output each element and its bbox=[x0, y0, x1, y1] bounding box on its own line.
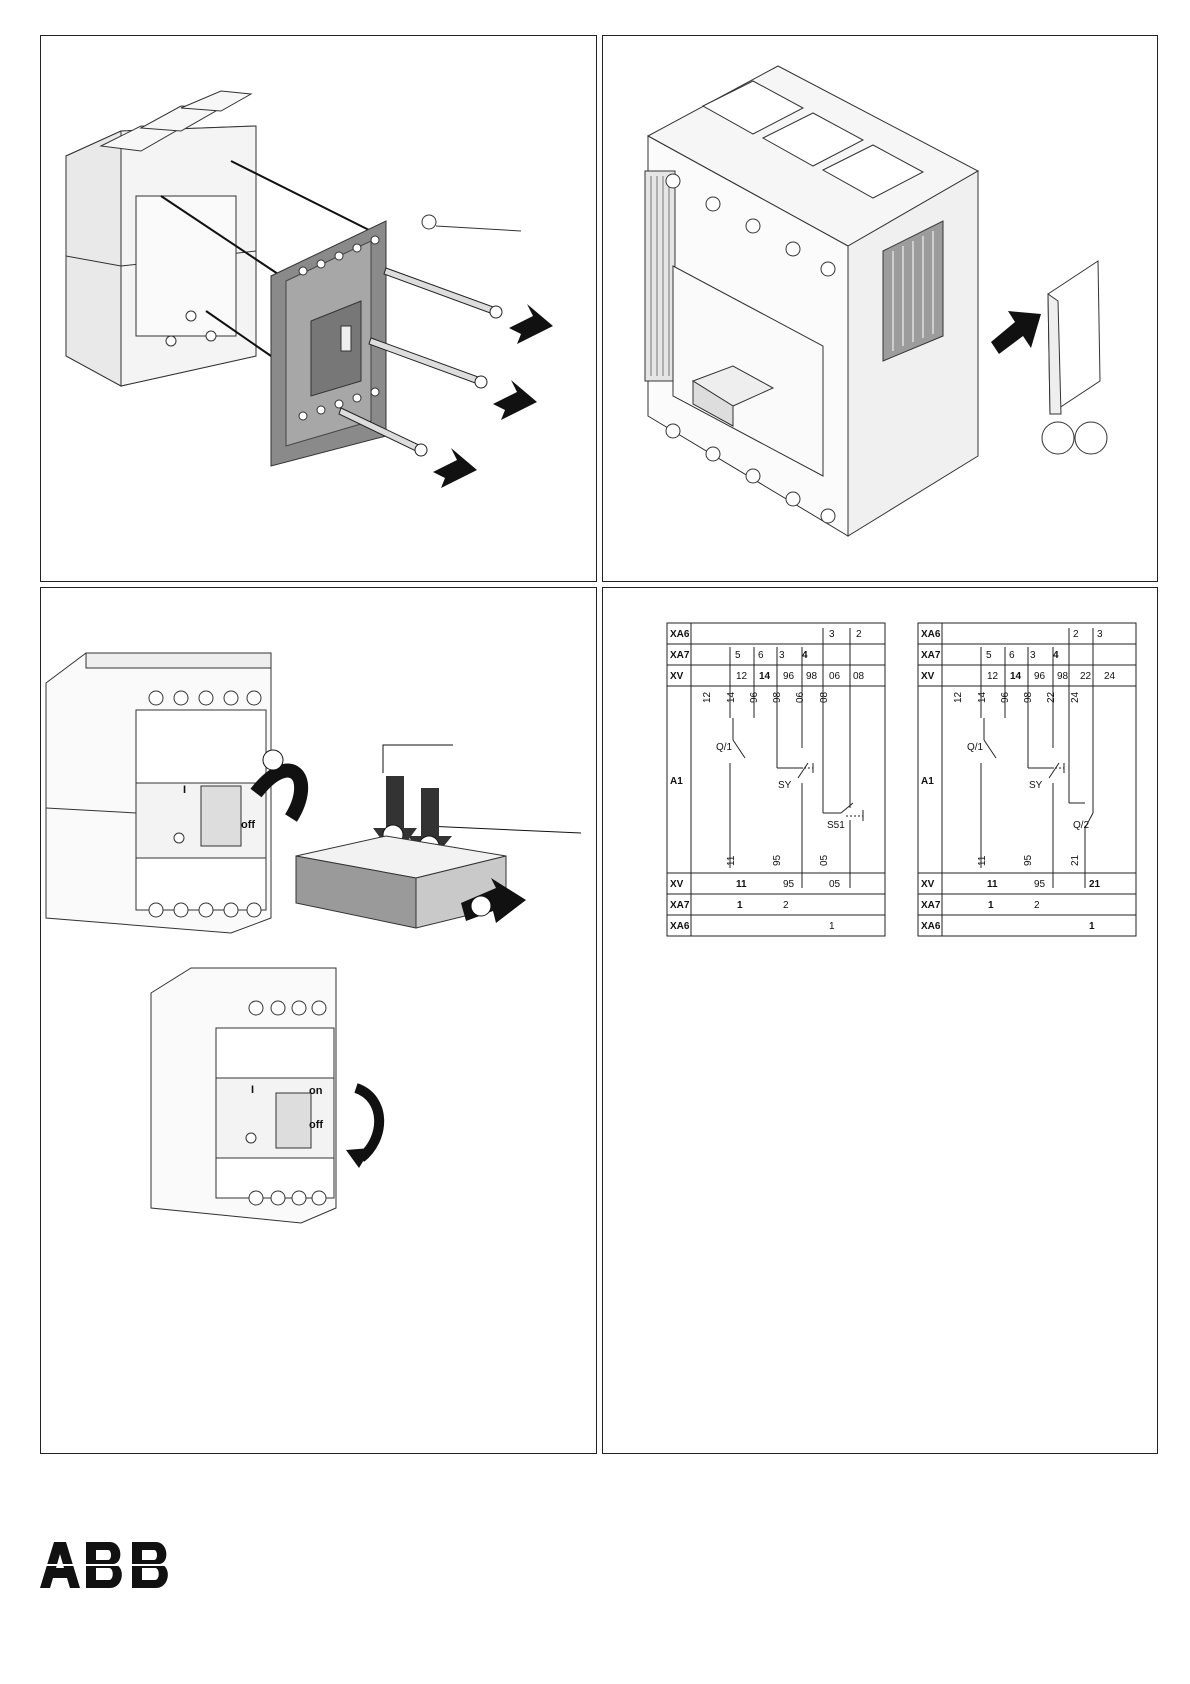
top-off-label: off bbox=[241, 819, 255, 831]
xv-top-pin: 98 bbox=[806, 671, 818, 682]
row-xa7-top: XA7 bbox=[921, 650, 941, 661]
top-breaker bbox=[46, 653, 271, 933]
xa7-bottom-pin: 2 bbox=[1034, 900, 1040, 911]
a1-pin-top: 08 bbox=[819, 691, 830, 703]
xv-bottom-pin: 11 bbox=[736, 879, 747, 890]
a1-pin-bottom: 11 bbox=[977, 855, 988, 866]
row-xa7-bottom: XA7 bbox=[921, 900, 941, 911]
a1-pin-top: 14 bbox=[977, 691, 988, 703]
bottom-on-label: on bbox=[309, 1085, 323, 1097]
row-xa6-top: XA6 bbox=[670, 629, 690, 640]
a1-pin-top: 24 bbox=[1070, 691, 1081, 703]
xv-top-pin: 08 bbox=[853, 671, 865, 682]
xv-top-pin: 12 bbox=[736, 671, 748, 682]
xa7-bottom-pin: 1 bbox=[988, 900, 994, 911]
a1-pin-top: 06 bbox=[795, 691, 806, 703]
xa6-top-pin: 2 bbox=[1073, 629, 1079, 640]
breaker-body bbox=[66, 91, 256, 386]
step-marker-1 bbox=[263, 750, 283, 770]
xv-top-pin: 06 bbox=[829, 671, 841, 682]
row-xv-bottom: XV bbox=[921, 879, 935, 890]
xa7-top-pin: 6 bbox=[1009, 650, 1015, 661]
xv-bottom-pin: 11 bbox=[987, 879, 998, 890]
xa7-top-pin: 3 bbox=[779, 650, 785, 661]
figure-rear-plate-assembly bbox=[40, 35, 597, 582]
xa7-top-pin: 6 bbox=[758, 650, 764, 661]
row-xa6-bottom: XA6 bbox=[670, 921, 690, 932]
breaker-label-illustration bbox=[603, 36, 1159, 583]
diagram-left: XA6 XA7 XV A1 XV XA7 XA6 3 2 5 6 3 4 12 … bbox=[667, 623, 885, 936]
xa7-top-pin: 4 bbox=[1053, 650, 1059, 661]
row-xv-top: XV bbox=[670, 671, 684, 682]
wiring-diagrams-svg: XA6 XA7 XV A1 XV XA7 XA6 3 2 5 6 3 4 12 … bbox=[603, 588, 1159, 1455]
xa6-top-pin: 3 bbox=[829, 629, 835, 640]
row-a1: A1 bbox=[670, 776, 683, 787]
bottom-on-symbol: I bbox=[251, 1084, 254, 1096]
a1-pin-bottom: 21 bbox=[1070, 854, 1081, 866]
xa7-top-pin: 5 bbox=[986, 650, 992, 661]
rear-plate-illustration bbox=[41, 36, 598, 583]
xv-bottom-pin: 95 bbox=[783, 879, 795, 890]
figure-accessory-fitting: I off I on off bbox=[40, 587, 597, 1454]
row-xa6-bottom: XA6 bbox=[921, 921, 941, 932]
xv-top-pin: 22 bbox=[1080, 671, 1092, 682]
xv-top-pin: 98 bbox=[1057, 671, 1069, 682]
xv-bottom-pin: 95 bbox=[1034, 879, 1046, 890]
xv-bottom-pin: 21 bbox=[1089, 879, 1101, 890]
a1-pin-top: 12 bbox=[702, 691, 713, 703]
a1-pin-bottom: 05 bbox=[819, 854, 830, 866]
figure-breaker-label bbox=[602, 35, 1158, 582]
accessory-illustration: I off I on off bbox=[41, 588, 598, 1455]
contact-label: S51 bbox=[827, 820, 845, 831]
xa6-top-pin: 3 bbox=[1097, 629, 1103, 640]
row-xa7-bottom: XA7 bbox=[670, 900, 690, 911]
xa6-top-pin: 2 bbox=[856, 629, 862, 640]
a1-pin-top: 22 bbox=[1046, 691, 1057, 703]
a1-pin-top: 14 bbox=[726, 691, 737, 703]
xa7-bottom-pin: 2 bbox=[783, 900, 789, 911]
abb-logo bbox=[40, 1540, 180, 1595]
contact-label: SY bbox=[778, 780, 792, 791]
abb-logo-mark bbox=[40, 1540, 180, 1590]
apply-arrow bbox=[991, 311, 1041, 354]
contact-label: Q/1 bbox=[716, 742, 733, 753]
a1-pin-bottom: 11 bbox=[726, 855, 737, 866]
contact-label: SY bbox=[1029, 780, 1043, 791]
figure-wiring-diagrams: XA6 XA7 XV A1 XV XA7 XA6 3 2 5 6 3 4 12 … bbox=[602, 587, 1158, 1454]
contact-label: Q/1 bbox=[967, 742, 984, 753]
xa7-top-pin: 3 bbox=[1030, 650, 1036, 661]
xv-bottom-pin: 05 bbox=[829, 879, 841, 890]
callout-line-a bbox=[383, 745, 453, 773]
xv-top-pin: 14 bbox=[1010, 671, 1022, 682]
insert-arrows bbox=[433, 304, 553, 488]
a1-pin-bottom: 95 bbox=[772, 854, 783, 866]
row-xv-bottom: XV bbox=[670, 879, 684, 890]
xv-top-pin: 96 bbox=[783, 671, 795, 682]
row-xa7-top: XA7 bbox=[670, 650, 690, 661]
xa7-top-pin: 4 bbox=[802, 650, 808, 661]
diagram-right: XA6 XA7 XV A1 XV XA7 XA6 2 3 5 6 3 4 12 … bbox=[918, 623, 1136, 936]
a1-pin-top: 12 bbox=[953, 691, 964, 703]
label-sheet bbox=[1042, 261, 1107, 454]
step-marker-4 bbox=[471, 896, 491, 916]
row-xa6-top: XA6 bbox=[921, 629, 941, 640]
contact-label: Q/2 bbox=[1073, 820, 1090, 831]
xa7-bottom-pin: 1 bbox=[737, 900, 743, 911]
close-arrow bbox=[356, 1088, 379, 1158]
xa6-bottom-pin: 1 bbox=[1089, 921, 1095, 932]
a1-pin-bottom: 95 bbox=[1023, 854, 1034, 866]
top-on-symbol: I bbox=[183, 784, 186, 796]
row-xv-top: XV bbox=[921, 671, 935, 682]
xa6-bottom-pin: 1 bbox=[829, 921, 835, 932]
xv-top-pin: 14 bbox=[759, 671, 771, 682]
bottom-off-label: off bbox=[309, 1119, 323, 1131]
xv-top-pin: 12 bbox=[987, 671, 999, 682]
xa7-top-pin: 5 bbox=[735, 650, 741, 661]
xv-top-pin: 24 bbox=[1104, 671, 1116, 682]
nut-callout bbox=[422, 215, 521, 231]
row-a1: A1 bbox=[921, 776, 934, 787]
xv-top-pin: 96 bbox=[1034, 671, 1046, 682]
callout-line-b bbox=[426, 826, 581, 833]
